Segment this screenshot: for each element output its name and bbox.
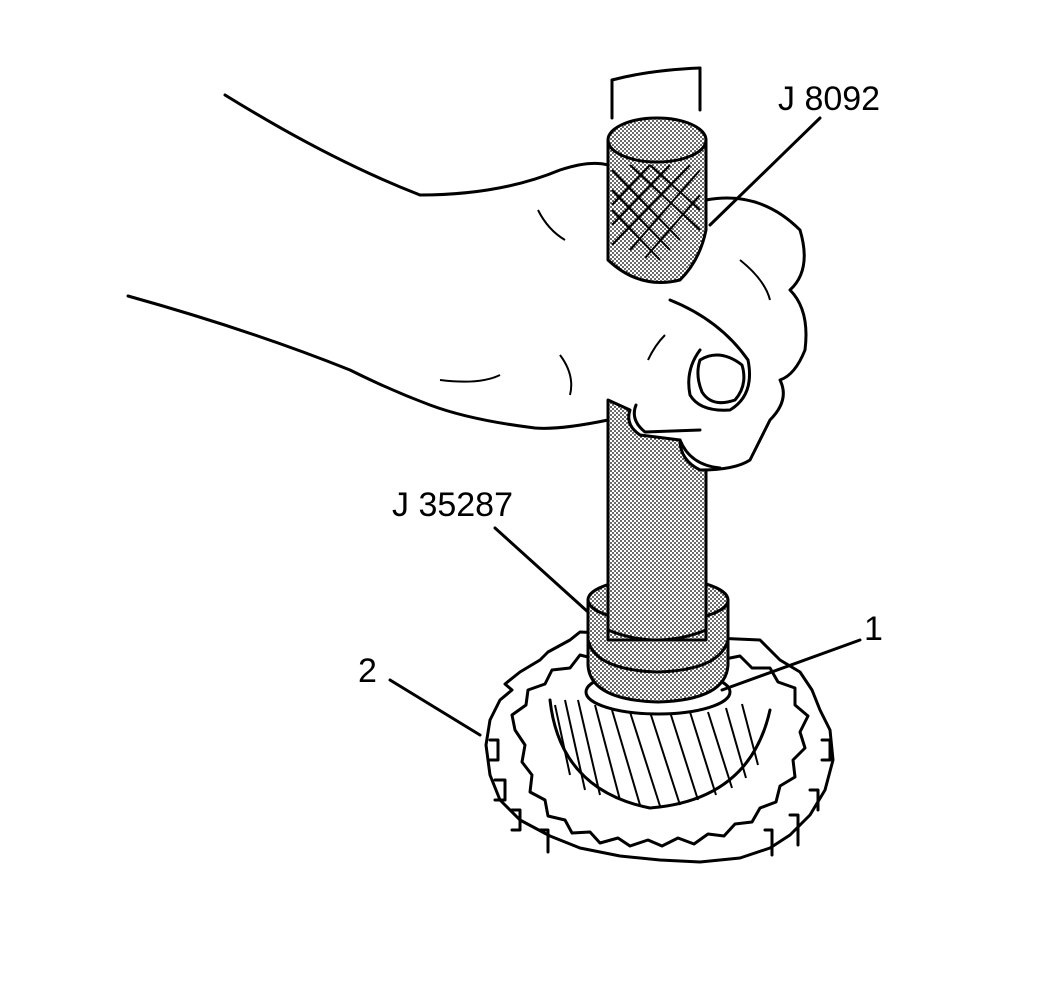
leader-item-1	[720, 638, 862, 692]
leader-item-2	[388, 678, 482, 737]
label-item-1: 1	[864, 610, 883, 648]
leader-lines	[388, 116, 862, 737]
label-j8092: J 8092	[778, 80, 880, 118]
label-item-2: 2	[358, 652, 377, 690]
helical-teeth	[554, 699, 759, 807]
hand	[126, 93, 808, 472]
leader-j8092	[708, 116, 822, 227]
label-j35287: J 35287	[392, 486, 513, 524]
gear-assembly	[484, 630, 835, 864]
knurl-pattern	[611, 164, 701, 261]
leader-j35287	[493, 526, 590, 614]
hand-outline	[126, 93, 808, 472]
